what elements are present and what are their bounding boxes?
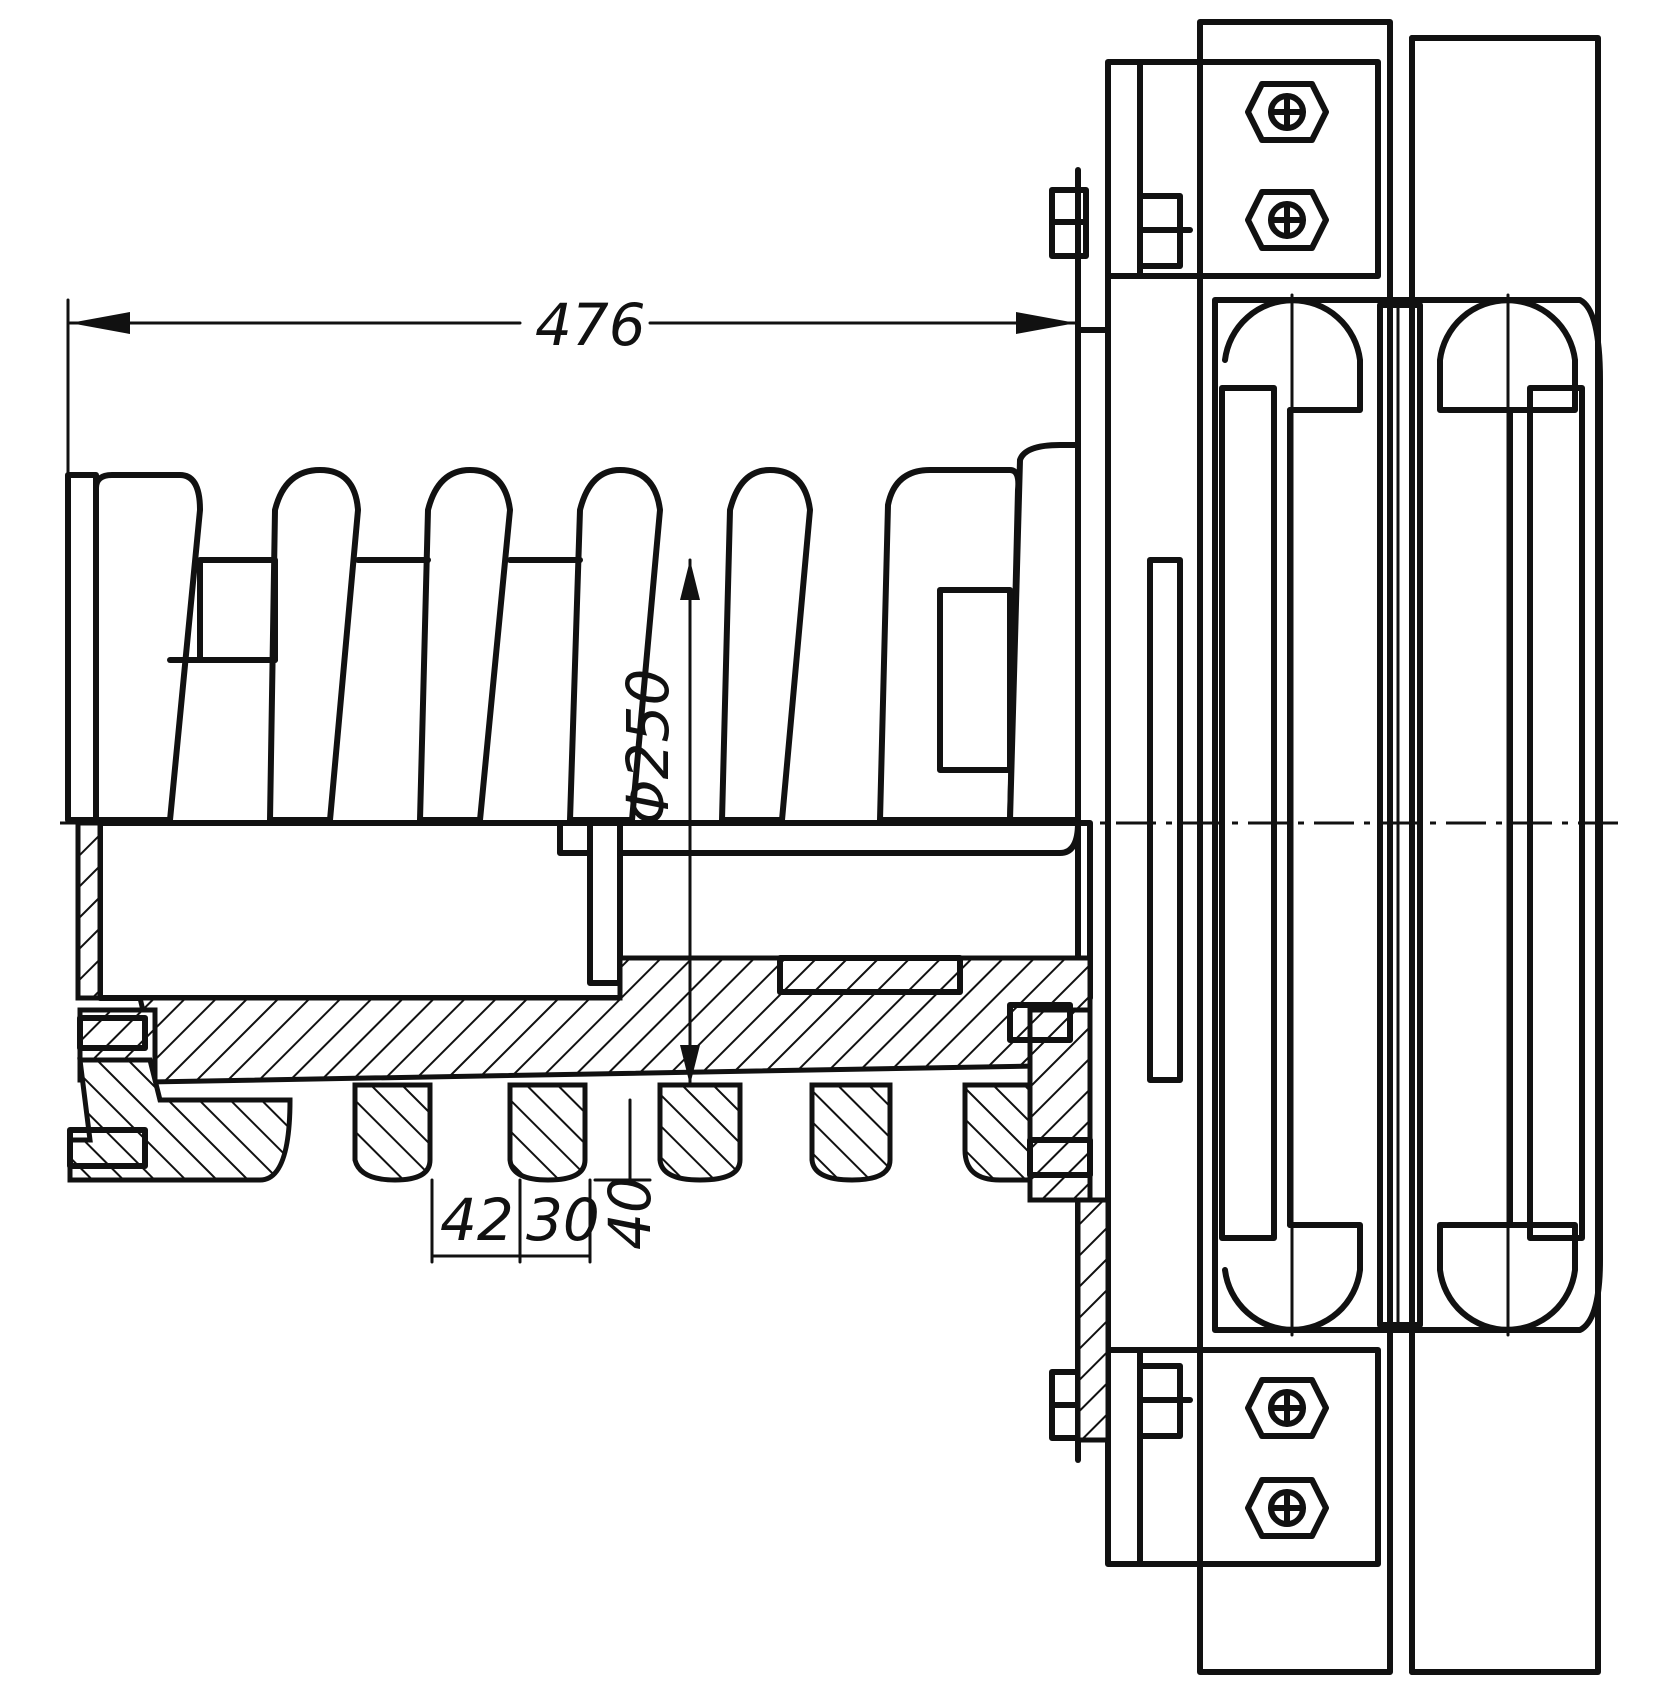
roller-assembly xyxy=(1147,293,1603,1337)
dim-overall-length: 476 xyxy=(535,291,646,359)
dim-coil-pitch-b: 30 xyxy=(526,1186,600,1254)
bolt-icon xyxy=(1049,81,1329,1539)
section-view xyxy=(67,820,1093,1203)
dim-coil-pitch-a: 42 xyxy=(440,1186,514,1254)
dimension-lines xyxy=(66,298,1080,1264)
dim-spring-diameter: Φ250 xyxy=(614,669,682,825)
right-frame xyxy=(1075,19,1601,1675)
coil-spring xyxy=(65,442,1081,823)
dim-coil-section: 40 xyxy=(596,1176,664,1250)
